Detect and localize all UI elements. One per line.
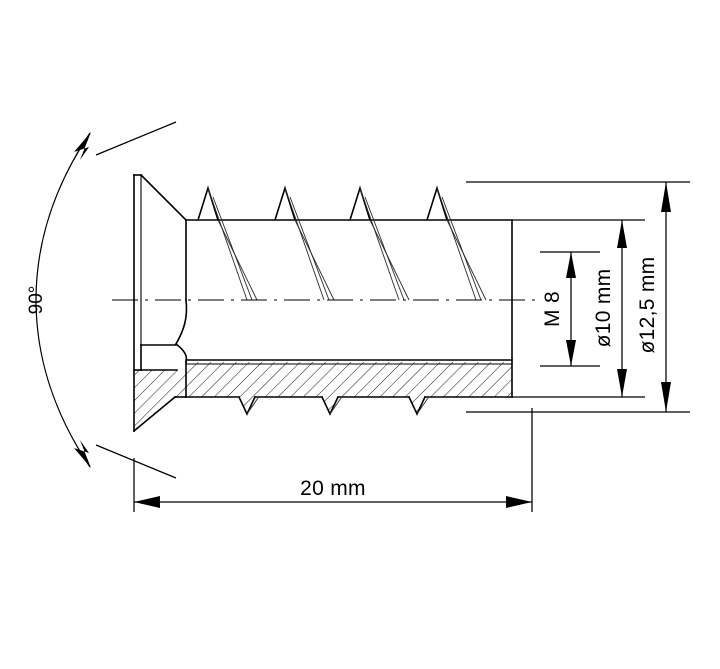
- thread-tooth-upper-1: [196, 185, 258, 301]
- dimension-d125: ø12,5 mm: [636, 182, 671, 412]
- m8-arrow-top: [566, 252, 576, 278]
- d125-dimension-label: ø12,5 mm: [636, 257, 659, 354]
- head-taper-upper: [139, 173, 188, 222]
- m8-arrow-bottom: [566, 340, 576, 366]
- thread-tooth-upper-4: [425, 185, 487, 301]
- length-arrow-left: [134, 496, 160, 508]
- outer-thread-upper: [196, 185, 487, 301]
- internal-bore: [133, 299, 513, 398]
- thread-root-lower-1: [237, 395, 259, 416]
- outer-thread-lower: [185, 395, 513, 416]
- bore-chamfer-lower: [174, 342, 188, 364]
- angle-arrow-upper: [74, 132, 91, 160]
- dimension-m8: M 8: [541, 252, 576, 366]
- length-dimension-20mm: 20 mm: [133, 408, 533, 512]
- d125-arrow-top: [661, 182, 671, 212]
- thread-tooth-upper-3: [348, 185, 410, 301]
- angle-dimension-90: 90°: [26, 121, 177, 479]
- d125-arrow-bottom: [661, 382, 671, 412]
- dimension-d10: ø10 mm: [592, 220, 627, 397]
- shank-hatch: [186, 362, 512, 414]
- angle-leader-lower: [95, 444, 177, 479]
- thread-root-lower-3: [407, 395, 429, 416]
- m8-dimension-label: M 8: [541, 291, 564, 327]
- angle-dimension-label: 90°: [26, 286, 47, 315]
- length-dimension-label: 20 mm: [300, 477, 366, 500]
- thread-root-lower-2: [320, 395, 342, 416]
- bore-chamfer-upper: [174, 299, 188, 346]
- angle-arrow-lower: [74, 440, 91, 468]
- angle-arc: [35, 132, 91, 468]
- head-taper-lower: [132, 395, 177, 433]
- section-hatch-region: [134, 362, 512, 431]
- d10-arrow-top: [617, 220, 627, 248]
- head-outline: [132, 173, 513, 433]
- length-arrow-right: [506, 496, 532, 508]
- d10-arrow-bottom: [617, 369, 627, 397]
- d10-dimension-label: ø10 mm: [592, 269, 615, 348]
- head-hatch: [134, 370, 186, 431]
- diameter-dimensions: M 8 ø10 mm ø12,5 mm: [466, 181, 690, 413]
- thread-tooth-upper-2: [273, 185, 335, 301]
- angle-leader-upper: [95, 121, 177, 156]
